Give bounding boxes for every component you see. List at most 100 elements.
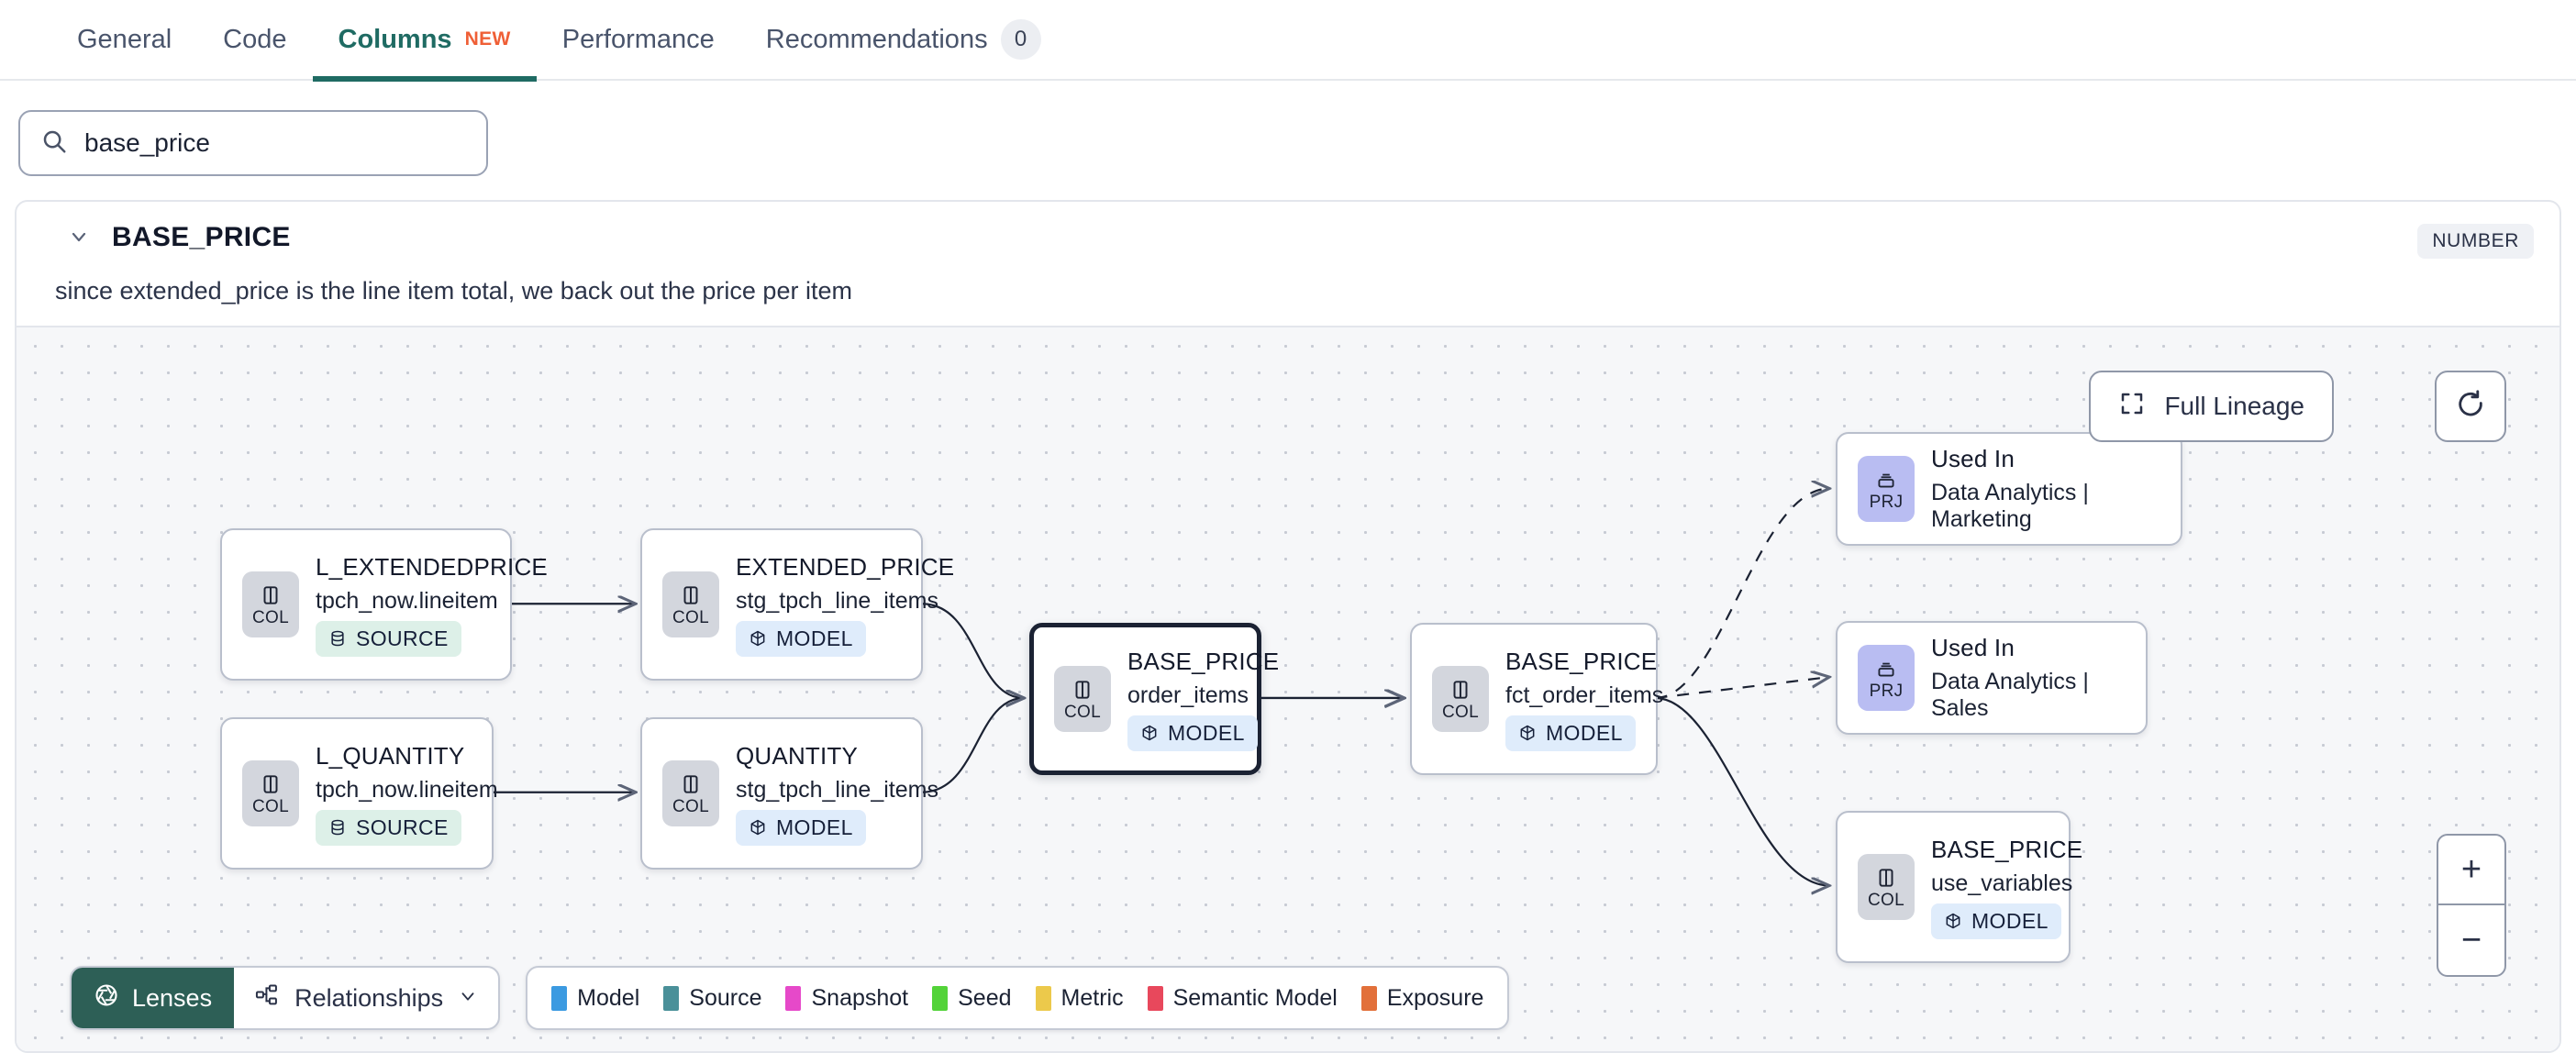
node-body: Used In Data Analytics | Marketing — [1915, 445, 2160, 533]
expand-icon — [2118, 390, 2146, 424]
legend-swatch — [551, 985, 568, 1011]
legend-swatch — [1360, 985, 1377, 1011]
legend-label: Snapshot — [811, 984, 909, 1011]
node-type-tag: MODEL — [1127, 715, 1258, 751]
lenses-label: Lenses — [132, 983, 213, 1012]
node-subtitle: order_items — [1127, 682, 1249, 708]
legend-label: Source — [689, 984, 762, 1011]
column-badge-icon: COL — [242, 760, 299, 826]
column-description: since extended_price is the line item to… — [55, 277, 852, 305]
tab-general[interactable]: General — [51, 0, 197, 80]
page-title: BASE_PRICE — [112, 222, 291, 252]
tab-code[interactable]: Code — [197, 0, 312, 80]
lineage-node[interactable]: COL QUANTITY stg_tpch_line_items MODEL — [640, 717, 938, 870]
tab-columns[interactable]: Columns NEW — [312, 0, 538, 82]
chevron-down-icon[interactable] — [68, 226, 90, 248]
node-body: L_EXTENDEDPRICE tpch_now.lineitem SOURCE — [299, 553, 548, 657]
legend-swatch — [932, 985, 949, 1011]
column-badge-icon: COL — [662, 571, 719, 637]
lineage-node[interactable]: COL BASE_PRICE fct_order_items MODEL — [1410, 623, 1663, 775]
legend-item-seed: Seed — [932, 985, 1012, 1012]
legend-label: Semantic Model — [1172, 984, 1338, 1011]
lineage-node[interactable]: COL L_EXTENDEDPRICE tpch_now.lineitem SO… — [220, 528, 548, 681]
legend-swatch — [1147, 985, 1163, 1011]
zoom-in-button[interactable]: + — [2438, 836, 2504, 905]
column-badge-icon: COL — [242, 571, 299, 637]
legend-swatch — [1035, 985, 1051, 1011]
lineage-edges — [493, 327, 2559, 1053]
tab-performance[interactable]: Performance — [537, 0, 740, 80]
node-subtitle: stg_tpch_line_items — [736, 587, 938, 614]
legend-item-snapshot: Snapshot — [785, 985, 908, 1012]
node-subtitle: use_variables — [1931, 870, 2073, 896]
legend-label: Metric — [1060, 984, 1124, 1011]
tab-label: Columns — [338, 24, 452, 54]
node-name: EXTENDED_PRICE — [736, 552, 955, 581]
zoom-out-button[interactable]: − — [2460, 920, 2482, 959]
column-badge-icon: COL — [1432, 666, 1489, 732]
relationships-icon — [254, 982, 280, 1014]
legend-swatch — [785, 985, 802, 1011]
legend-item-semantic-model: Semantic Model — [1147, 984, 1338, 1012]
badge-label: COL — [672, 796, 709, 816]
node-subtitle: Data Analytics | Sales — [1931, 669, 2089, 721]
lineage-node-project[interactable]: PRJ Used In Data Analytics | Marketing — [1836, 432, 2182, 546]
project-badge-icon: PRJ — [1858, 456, 1915, 522]
column-header[interactable]: BASE_PRICE NUMBER — [17, 202, 2559, 259]
legend-item-model: Model — [551, 985, 639, 1012]
legend-item-metric: Metric — [1035, 984, 1124, 1012]
tab-label: Code — [223, 24, 287, 54]
node-body: Used In Data Analytics | Sales — [1915, 634, 2126, 722]
node-body: QUANTITY stg_tpch_line_items MODEL — [719, 742, 938, 846]
badge-label: COL — [1868, 890, 1904, 910]
aperture-icon — [94, 982, 119, 1014]
node-type-tag: MODEL — [1931, 903, 2061, 939]
node-type-tag: SOURCE — [316, 809, 461, 846]
legend-item-source: Source — [663, 985, 761, 1012]
legend-label: Model — [577, 984, 640, 1011]
node-subtitle: tpch_now.lineitem — [316, 776, 498, 803]
node-type-tag: MODEL — [1505, 715, 1636, 751]
tab-label: General — [77, 24, 172, 54]
lineage-node[interactable]: COL BASE_PRICE use_variables MODEL — [1836, 811, 2082, 963]
node-body: BASE_PRICE fct_order_items MODEL — [1489, 648, 1663, 751]
lineage-node-project[interactable]: PRJ Used In Data Analytics | Sales — [1836, 621, 2148, 735]
lineage-node[interactable]: COL L_QUANTITY tpch_now.lineitem SOURCE — [220, 717, 498, 870]
full-lineage-button[interactable]: Full Lineage — [2089, 371, 2334, 442]
badge-label: PRJ — [1869, 492, 1904, 512]
tab-label: Recommendations — [765, 24, 988, 54]
lenses-button[interactable]: Lenses — [72, 968, 235, 1028]
node-type-tag: SOURCE — [316, 620, 461, 657]
refresh-button[interactable] — [2435, 371, 2506, 442]
badge-label: COL — [1442, 702, 1479, 722]
badge-label: COL — [672, 607, 709, 627]
tag-label: MODEL — [1168, 720, 1245, 745]
node-name: BASE_PRICE — [1127, 647, 1280, 675]
node-name: Used In — [1931, 445, 2015, 472]
lineage-node[interactable]: COL EXTENDED_PRICE stg_tpch_line_items M… — [640, 528, 954, 681]
search-value: base_price — [84, 128, 210, 157]
relationships-dropdown[interactable]: Relationships — [234, 968, 498, 1028]
recommendations-count: 0 — [1000, 19, 1041, 60]
node-name: L_EXTENDEDPRICE — [316, 552, 548, 581]
chevron-down-icon — [458, 984, 478, 1013]
graph-toolbar: Lenses Relationships — [70, 966, 1510, 1030]
full-lineage-label: Full Lineage — [2164, 392, 2304, 420]
legend-item-exposure: Exposure — [1360, 985, 1483, 1012]
node-name: Used In — [1931, 634, 2015, 661]
tag-label: MODEL — [776, 815, 853, 839]
tab-recommendations[interactable]: Recommendations 0 — [740, 0, 1067, 80]
search-input[interactable]: base_price — [18, 110, 488, 176]
lineage-canvas[interactable]: COL L_EXTENDEDPRICE tpch_now.lineitem SO… — [17, 326, 2559, 1053]
node-type-tag: MODEL — [736, 620, 866, 657]
search-icon — [40, 127, 68, 160]
node-subtitle: Data Analytics | Marketing — [1931, 480, 2089, 532]
node-body: BASE_PRICE order_items MODEL — [1111, 648, 1279, 751]
lineage-node-selected[interactable]: COL BASE_PRICE order_items MODEL — [1029, 623, 1279, 775]
project-badge-icon: PRJ — [1858, 645, 1915, 711]
relationships-label: Relationships — [294, 983, 444, 1012]
node-name: BASE_PRICE — [1931, 835, 2083, 863]
column-badge-icon: COL — [1858, 854, 1915, 920]
badge-label: COL — [1064, 702, 1101, 722]
column-badge-icon: COL — [1054, 666, 1111, 732]
